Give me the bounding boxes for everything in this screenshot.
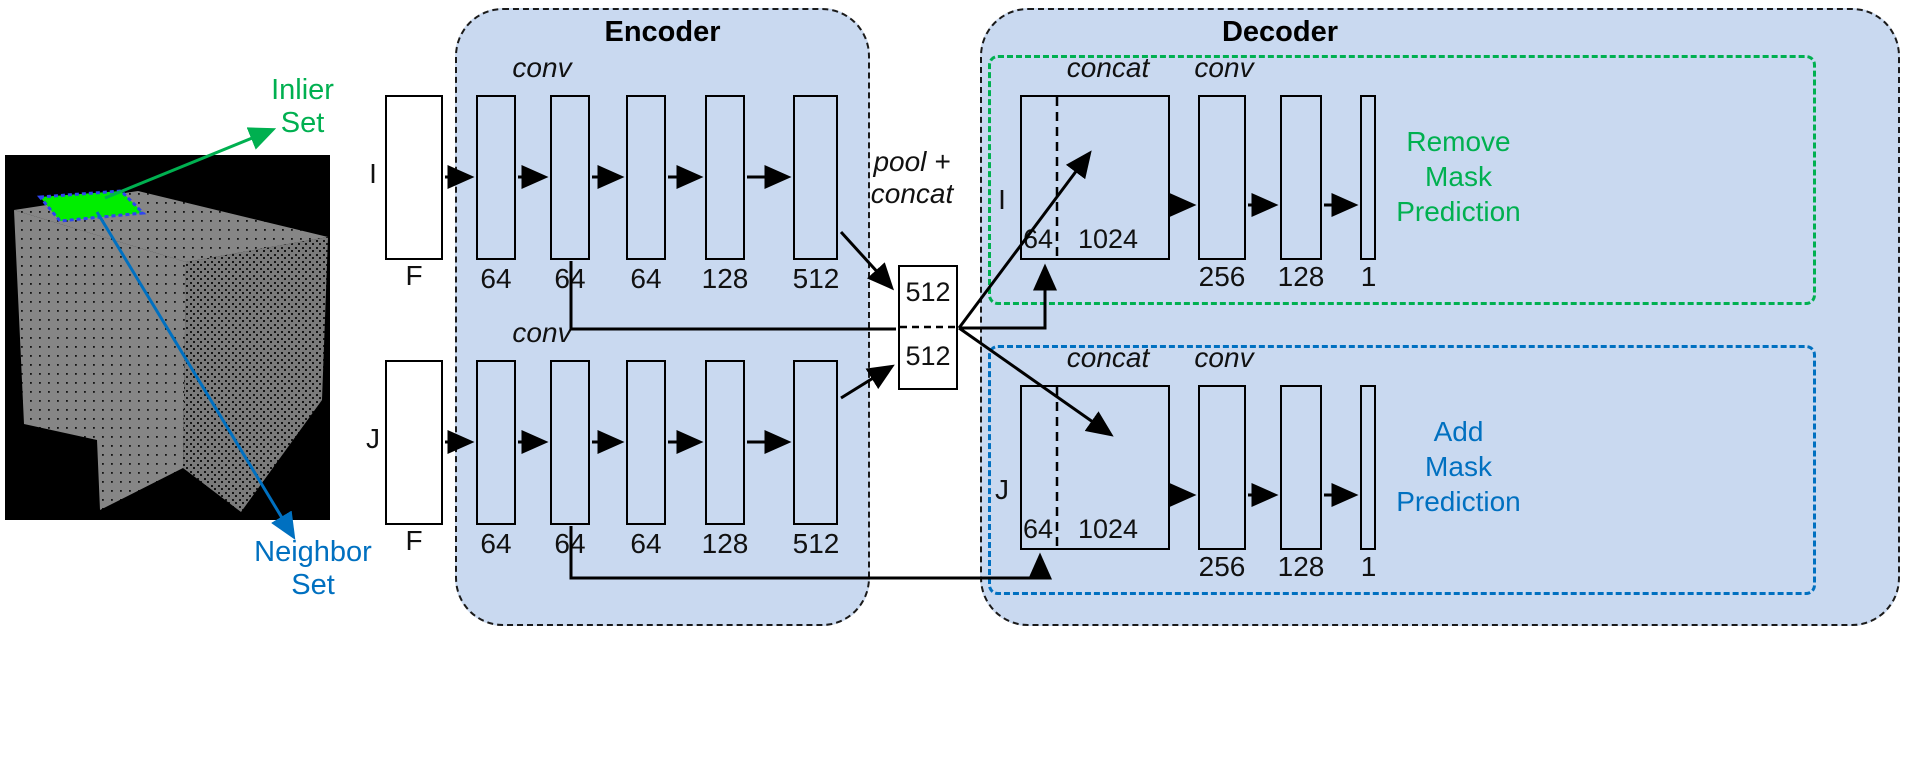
prediction-line: Prediction xyxy=(1396,486,1521,517)
neighbor-set-line2: Set xyxy=(291,569,335,602)
encoder-layer-box xyxy=(705,360,745,525)
inlier-arrow xyxy=(104,127,277,200)
encoder-layer-dim: 64 xyxy=(630,263,662,294)
decoder-input-i-label: I xyxy=(998,184,1006,215)
encoder-layer-box xyxy=(626,360,666,525)
decoder-layer-box xyxy=(1198,385,1246,550)
prediction-line: Prediction xyxy=(1396,196,1521,227)
decoder-concat-label: concat xyxy=(1066,342,1150,373)
decoder-conv-label: conv xyxy=(1194,52,1254,83)
encoder-layer-box xyxy=(550,95,590,260)
add-mask-prediction-label: Add Mask Prediction xyxy=(1386,414,1531,519)
scene-background xyxy=(5,155,330,520)
encoder-layer-dim: 512 xyxy=(792,263,840,294)
decoder-input-j-label: J xyxy=(995,474,1009,505)
decoder-layer-dim: 1 xyxy=(1360,261,1377,292)
encoder-layer-box xyxy=(705,95,745,260)
box-right-face xyxy=(183,237,328,512)
encoder-layer-box xyxy=(476,95,516,260)
decoder-layer-box xyxy=(1360,385,1376,550)
encoder-layer-dim: 64 xyxy=(480,528,512,559)
decoder-layer-box xyxy=(1280,385,1322,550)
pool-label-line1: pool + xyxy=(873,146,951,177)
prediction-line: Mask xyxy=(1425,451,1492,482)
encoder-input-j-label: J xyxy=(366,423,380,454)
decoder-layer-dim: 128 xyxy=(1277,261,1325,292)
encoder-layer-box xyxy=(550,360,590,525)
pool-cell-bottom: 512 xyxy=(905,341,951,371)
decoder-layer-dim: 128 xyxy=(1277,551,1325,582)
encoder-layer-dim: 64 xyxy=(480,263,512,294)
add-mask-branch xyxy=(988,345,1816,595)
decoder-concat-dim: 1024 xyxy=(1077,514,1139,544)
decoder-layer-box xyxy=(1280,95,1322,260)
pool-cell-top: 512 xyxy=(905,277,951,307)
neighbor-set-label: Neighbor Set xyxy=(246,536,380,603)
box-top-face xyxy=(14,191,328,262)
inlier-set-line2: Set xyxy=(280,107,325,140)
encoder-layer-dim: 64 xyxy=(554,263,586,294)
inlier-patch xyxy=(36,189,147,223)
remove-mask-prediction-label: Remove Mask Prediction xyxy=(1386,124,1531,229)
encoder-layer-box xyxy=(626,95,666,260)
encoder-conv-label-i: conv xyxy=(512,52,572,83)
inlier-set-line1: Inlier xyxy=(271,74,334,106)
decoder-title: Decoder xyxy=(1221,16,1339,48)
encoder-layer-dim: 512 xyxy=(792,528,840,559)
encoder-layer-box xyxy=(793,95,838,260)
encoder-input-j-box xyxy=(385,360,443,525)
decoder-skip-dim: 64 xyxy=(1022,224,1054,254)
pool-concat-label: pool + concat xyxy=(856,146,968,210)
decoder-concat-dim: 1024 xyxy=(1077,224,1139,254)
encoder-input-i-feat: F xyxy=(405,260,423,291)
encoder-layer-dim: 128 xyxy=(701,528,749,559)
inlier-set-label: Inlier Set xyxy=(250,74,355,141)
decoder-conv-label: conv xyxy=(1194,342,1254,373)
encoder-layer-dim: 128 xyxy=(701,263,749,294)
encoder-layer-box xyxy=(476,360,516,525)
encoder-input-i-box xyxy=(385,95,443,260)
prediction-line: Add xyxy=(1433,416,1484,447)
box-left-face xyxy=(14,210,186,510)
encoder-layer-box xyxy=(793,360,838,525)
decoder-skip-dim: 64 xyxy=(1022,514,1054,544)
encoder-conv-label-j: conv xyxy=(512,317,572,348)
encoder-input-j-feat: F xyxy=(405,525,423,556)
prediction-line: Remove xyxy=(1406,126,1511,157)
decoder-layer-dim: 256 xyxy=(1198,551,1246,582)
prediction-line: Mask xyxy=(1425,161,1492,192)
neighbor-arrow xyxy=(95,211,296,540)
decoder-layer-box xyxy=(1360,95,1376,260)
encoder-input-i-label: I xyxy=(369,158,377,189)
encoder-title: Encoder xyxy=(604,16,721,48)
neighbor-set-line1: Neighbor xyxy=(254,536,372,568)
encoder-layer-dim: 64 xyxy=(630,528,662,559)
decoder-layer-dim: 1 xyxy=(1360,551,1377,582)
decoder-concat-label: concat xyxy=(1066,52,1150,83)
decoder-layer-dim: 256 xyxy=(1198,261,1246,292)
encoder-layer-dim: 64 xyxy=(554,528,586,559)
decoder-layer-box xyxy=(1198,95,1246,260)
pool-label-line2: concat xyxy=(870,178,954,210)
